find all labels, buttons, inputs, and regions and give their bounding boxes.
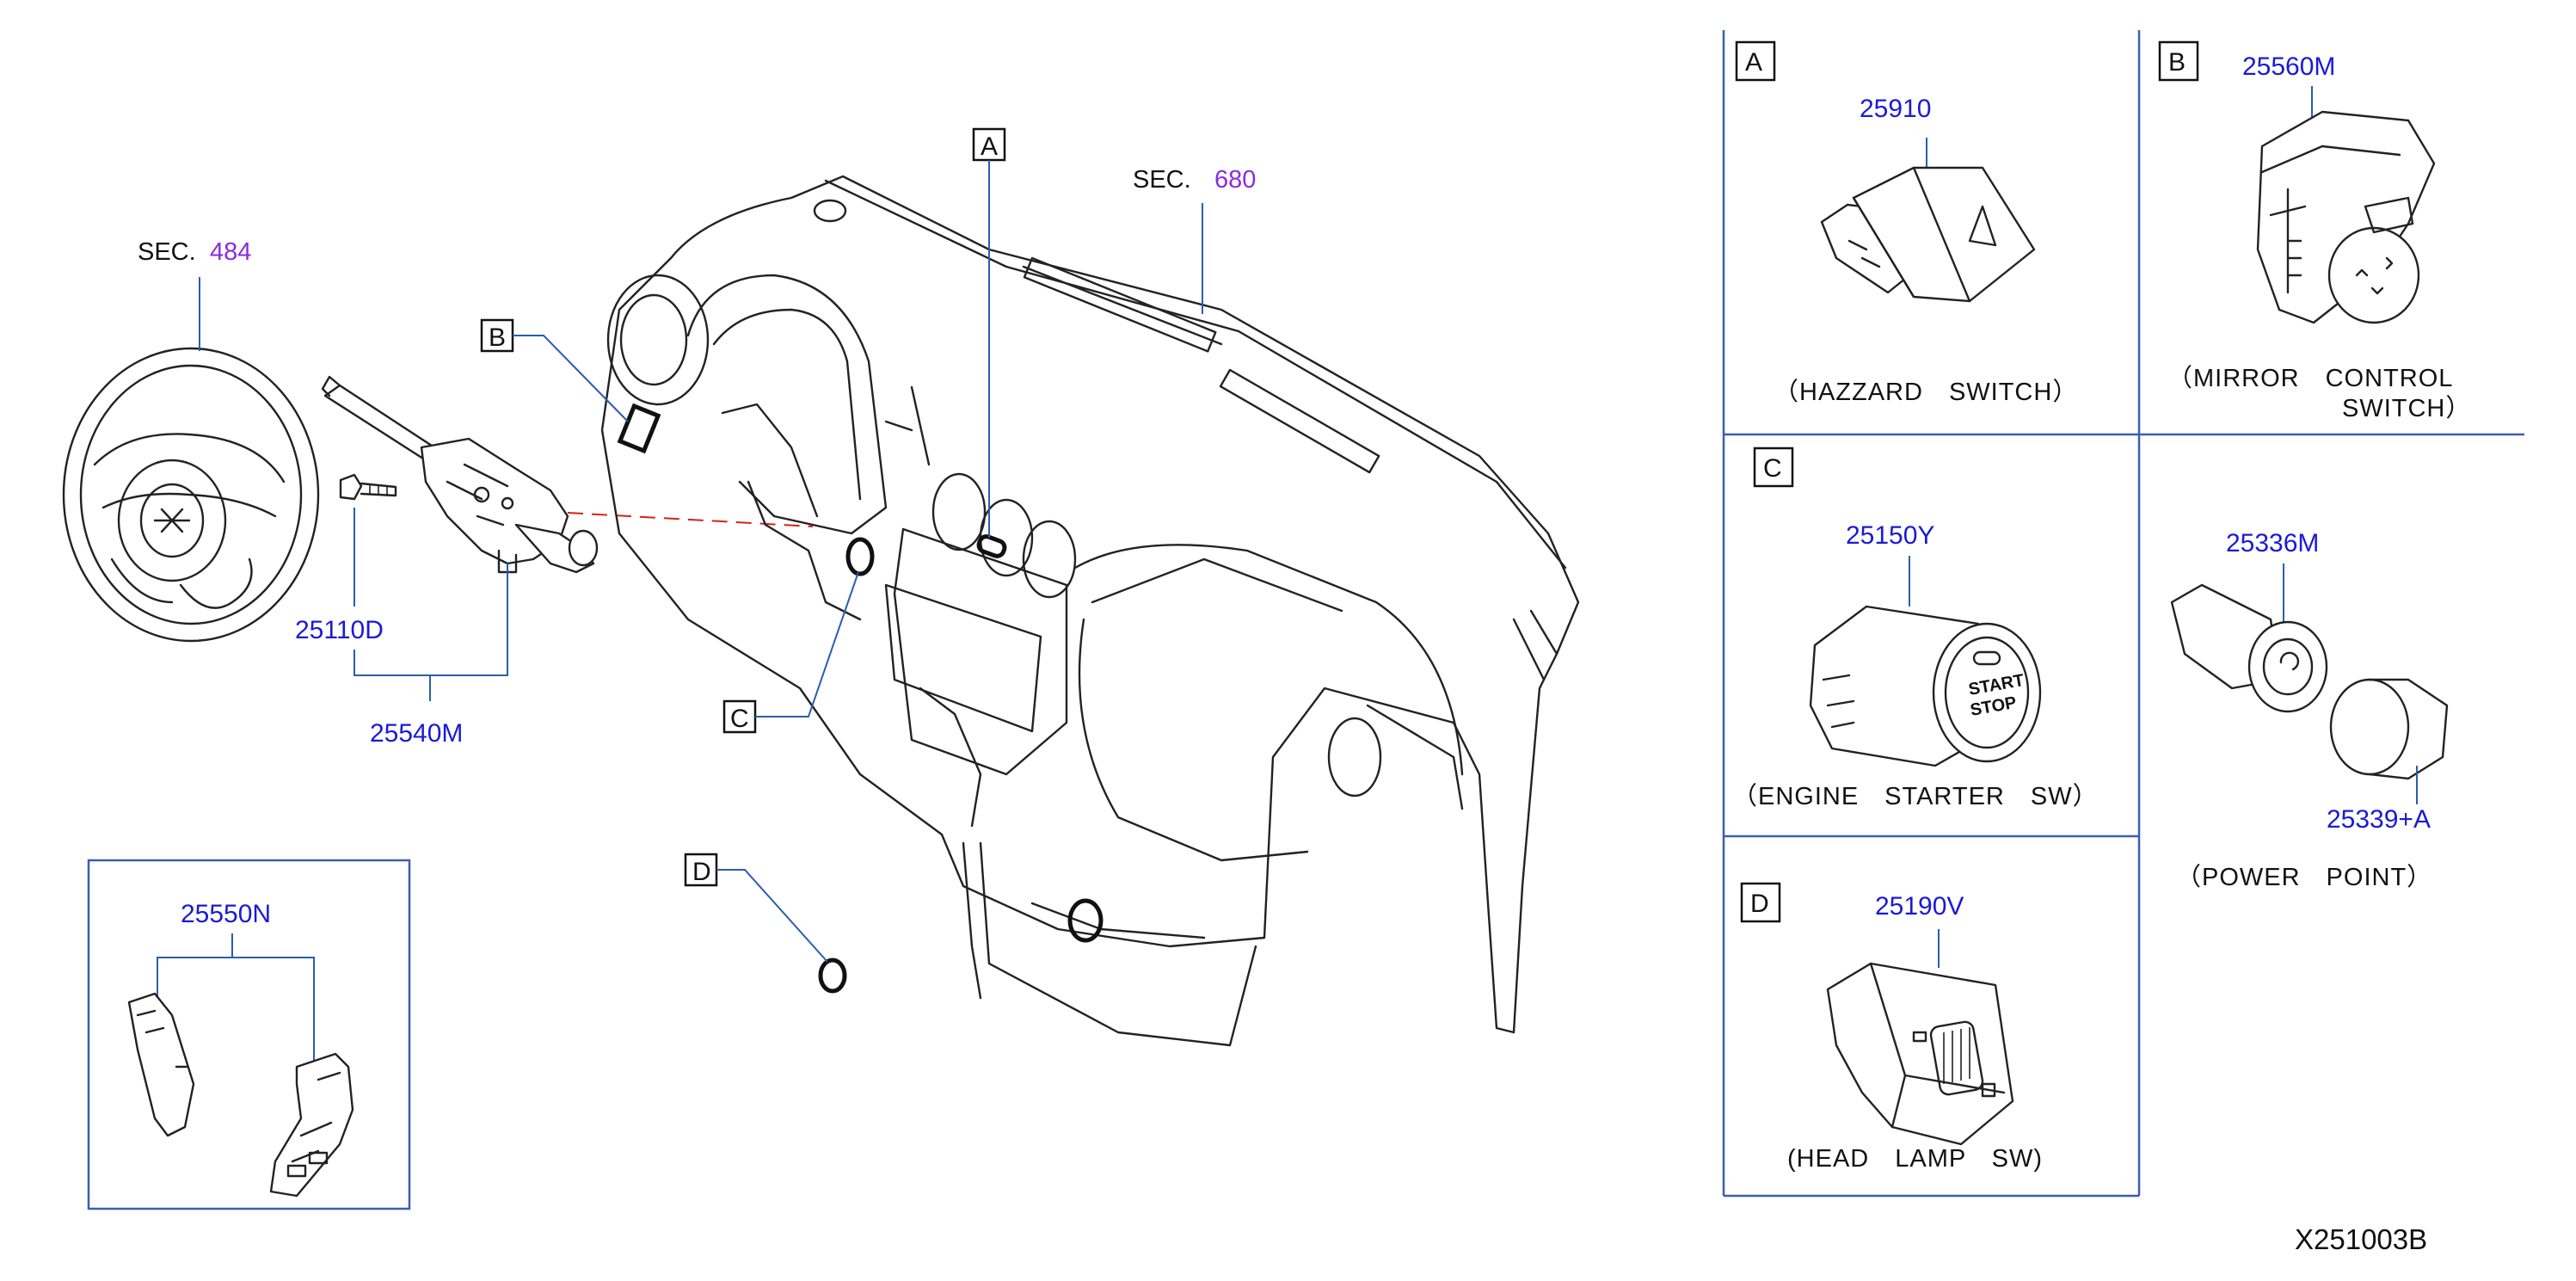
panel-b-letter: B	[2168, 48, 2186, 77]
steering-wheel-illustration	[62, 347, 320, 643]
steering-switch-box	[87, 859, 411, 1210]
steering-switch-right-illustration	[269, 1052, 354, 1198]
panel-a-letter-box	[1735, 40, 1776, 82]
part-label-25560m[interactable]: 25560M	[2242, 52, 2335, 81]
bolt-25110d-illustration	[339, 473, 397, 501]
engine-starter-illustration: START STOP	[1809, 605, 2042, 767]
callout-d-box[interactable]	[684, 853, 718, 887]
panel-a-letter: A	[1745, 48, 1762, 77]
callout-a-letter: A	[981, 132, 998, 161]
panel-a-caption: （HAZZARD SWITCH）	[1774, 379, 2078, 406]
callout-b-letter: B	[489, 323, 506, 352]
sec-680-link[interactable]: 680	[1214, 166, 1256, 194]
panel-c-letter-box	[1753, 447, 1794, 488]
part-label-25540m[interactable]: 25540M	[370, 719, 463, 748]
callout-d-letter: D	[692, 858, 711, 886]
part-label-25910[interactable]: 25910	[1860, 95, 1931, 123]
part-label-25110d[interactable]: 25110D	[295, 616, 384, 644]
panel-c-letter: C	[1763, 454, 1782, 483]
hazard-switch-illustration	[1820, 166, 2036, 303]
part-label-25336m[interactable]: 25336M	[2226, 529, 2319, 557]
panel-c-caption: （ENGINE STARTER SW）	[1732, 783, 2099, 810]
power-point-socket-illustration	[2170, 583, 2328, 713]
callout-c-box[interactable]	[722, 699, 757, 734]
panel-d-letter-box	[1740, 882, 1781, 923]
sec-484-link[interactable]: 484	[210, 238, 251, 266]
detail-panel-grid	[1722, 30, 2524, 1198]
head-lamp-switch-illustration	[1826, 962, 2014, 1146]
part-label-25190v[interactable]: 25190V	[1875, 892, 1964, 921]
panel-b-letter-box	[2158, 40, 2199, 82]
part-label-25339a[interactable]: 25339+A	[2327, 805, 2431, 834]
power-point-caption: （POWER POINT）	[2176, 864, 2432, 891]
part-label-25150y[interactable]: 25150Y	[1846, 521, 1934, 550]
callout-b-box[interactable]	[480, 318, 514, 353]
power-point-cap-illustration	[2329, 678, 2449, 780]
sec-484-prefix: SEC.	[138, 238, 196, 266]
steering-switch-left-illustration	[127, 992, 195, 1137]
panel-b-caption-line2: SWITCH）	[2342, 395, 2471, 422]
part-label-25550n[interactable]: 25550N	[181, 900, 271, 928]
panel-b-caption-line1: （MIRROR CONTROL	[2167, 365, 2453, 392]
callout-c-letter: C	[730, 705, 749, 733]
instrument-panel-illustration	[600, 175, 1580, 1047]
diagram-code: X251003B	[2295, 1223, 2427, 1255]
sec-680-prefix: SEC.	[1133, 166, 1191, 194]
combination-switch-illustration	[321, 375, 599, 574]
panel-d-caption: (HEAD LAMP SW)	[1787, 1145, 2043, 1173]
mirror-switch-illustration	[2256, 110, 2436, 324]
panel-d-letter: D	[1750, 890, 1769, 918]
